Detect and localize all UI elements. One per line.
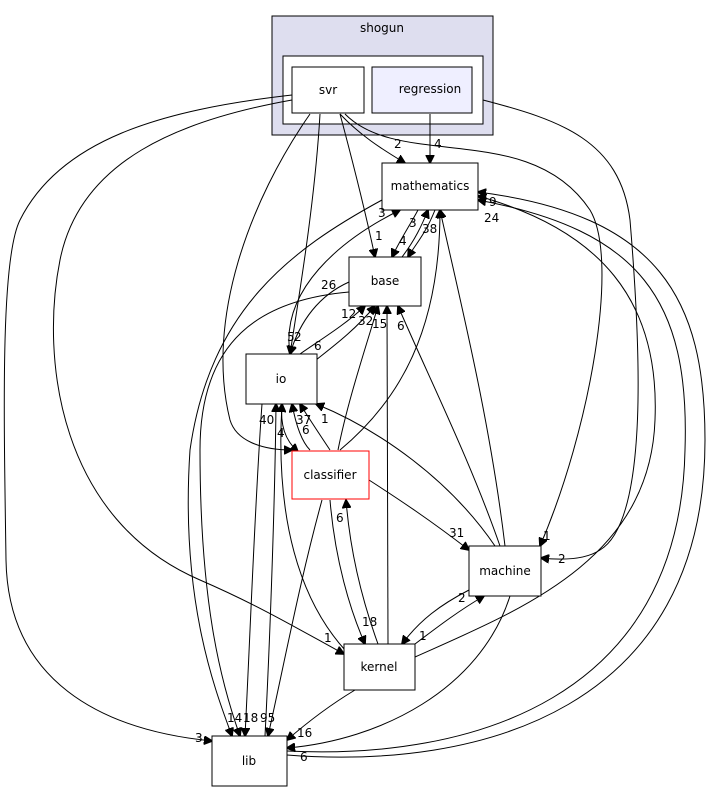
edge-label: 6 (397, 319, 405, 333)
edge-classifier-machine (368, 479, 469, 550)
edge-label: 37 (296, 413, 311, 427)
node-machine-label: machine (479, 564, 531, 578)
edge-label: 18 (362, 615, 377, 629)
edge-label: 6 (302, 423, 310, 437)
edge-label: 4 (277, 426, 285, 440)
edge-label: 18 (243, 711, 258, 725)
edge-label: 15 (372, 317, 387, 331)
node-classifier[interactable]: classifier (291, 450, 370, 500)
node-base[interactable]: base (348, 256, 422, 307)
edge-machine-base (398, 306, 501, 547)
edge-machine-lib (287, 595, 511, 748)
node-io[interactable]: io (245, 353, 318, 405)
edge-label: 31 (449, 526, 464, 540)
edge-machine-mathematics (440, 210, 506, 547)
node-kernel[interactable]: kernel (343, 643, 416, 691)
node-lib[interactable]: lib (211, 735, 288, 787)
edge-label: 16 (297, 726, 312, 740)
edge-machine-io (316, 404, 496, 547)
edge-classifier-io-b (300, 404, 331, 451)
node-svr-label: svr (319, 83, 337, 97)
edge-mathematics-base-a (392, 209, 419, 257)
edge-label: 2 (394, 137, 402, 151)
edge-label: 1 (375, 229, 383, 243)
edge-svr-mathematics (339, 113, 405, 163)
edge-label: 2 (558, 552, 566, 566)
edge-label: 40 (259, 413, 274, 427)
edge-io-base-b (315, 306, 375, 361)
node-machine[interactable]: machine (468, 545, 542, 597)
edge-label: 95 (260, 711, 275, 725)
edge-base-lib (199, 291, 350, 736)
edge-label: 32 (358, 314, 373, 328)
edge-base-io (290, 281, 350, 354)
edge-label: 6 (314, 339, 322, 353)
edge-kernel-base (387, 306, 388, 645)
edge-kernel-io (281, 404, 346, 651)
edge-label: 9 (489, 195, 497, 209)
edge-classifier-kernel (329, 499, 365, 644)
edge-kernel-machine (414, 596, 484, 645)
node-lib-label: lib (242, 754, 256, 768)
edge-label: 1 (543, 529, 551, 543)
edge-io-mathematics (288, 210, 400, 355)
edge-label: 4 (434, 137, 442, 151)
edge-base-mathematics (401, 210, 428, 258)
node-base-label: base (371, 274, 400, 288)
edge-label: 5 (287, 330, 295, 344)
edge-classifier-base (337, 306, 378, 451)
node-svr[interactable]: svr (291, 66, 365, 114)
edge-label: 6 (300, 750, 308, 764)
node-regression[interactable]: regression (371, 66, 473, 114)
node-regression-label: regression (399, 82, 462, 96)
edge-label: 38 (422, 222, 437, 236)
edge-label: 3 (378, 206, 386, 220)
node-io-label: io (276, 372, 287, 386)
edge-label: 3 (409, 216, 417, 230)
node-kernel-label: kernel (361, 660, 398, 674)
edge-machine-kernel (402, 589, 470, 644)
edge-label: 4 (399, 234, 407, 248)
edge-svr-kernel (52, 99, 344, 654)
edge-label: 1 (419, 629, 427, 643)
edge-mathematics-base-b (408, 209, 436, 257)
edges (3, 94, 706, 758)
edge-label: 24 (484, 211, 499, 225)
cluster-shogun-label: shogun (360, 21, 404, 35)
edge-io-lib-a (245, 403, 263, 736)
edge-classifier-lib (268, 499, 323, 736)
edge-svr-io (290, 113, 321, 354)
edge-svr-machine (344, 113, 603, 546)
edge-mathematics-lib (187, 199, 383, 736)
edge-io-lib-b (264, 404, 276, 737)
node-classifier-label: classifier (304, 468, 357, 482)
node-mathematics[interactable]: mathematics (381, 162, 479, 211)
edge-lib-mathematics-b (286, 192, 706, 758)
edge-label: 6 (336, 511, 344, 525)
edge-label: 12 (341, 307, 356, 321)
edge-kernel-classifier (346, 500, 379, 645)
node-mathematics-label: mathematics (391, 179, 470, 193)
edge-label: 2 (458, 591, 466, 605)
edge-lib-mathematics-a (286, 200, 686, 753)
edge-kernel-mathematics (414, 196, 656, 658)
edge-label: 26 (321, 278, 336, 292)
edge-label: 14 (227, 711, 242, 725)
edge-label: 1 (324, 631, 332, 645)
edge-label: 1 (321, 412, 329, 426)
edge-label: 2 (294, 330, 302, 344)
edge-classifier-mathematics (339, 210, 440, 451)
edge-svr-base (339, 113, 375, 257)
edge-io-base-a (299, 306, 365, 355)
edge-classifier-io-a (292, 404, 311, 451)
edge-regression-machine (482, 99, 639, 559)
edge-svr-lib (3, 94, 293, 741)
edge-kernel-lib (287, 689, 356, 740)
edge-labels: 2 4 1 5 2 1 3 1 2 3 4 38 3 26 6 12 32 15… (195, 137, 566, 764)
edge-label: 3 (195, 731, 203, 745)
